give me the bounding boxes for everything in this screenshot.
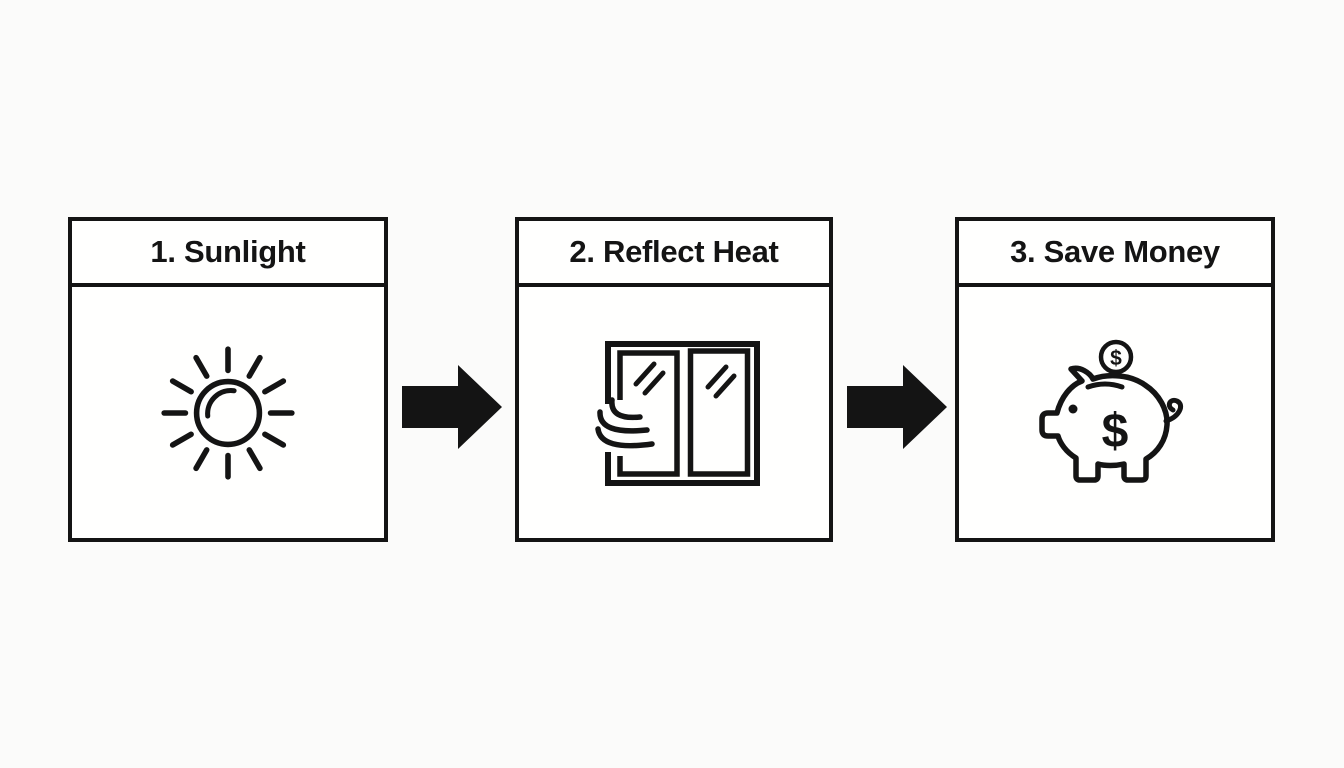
piggy-dollar-symbol: $ [1102,405,1129,458]
right-arrow-icon [847,365,947,449]
coin-icon [1098,339,1134,374]
pig-eye [1068,404,1078,413]
sun-icon [161,345,295,480]
coin-dollar-symbol: $ [1110,347,1122,370]
step-title-sunlight: 1. Sunlight [72,221,384,287]
step-title-reflect-heat: 2. Reflect Heat [519,221,829,287]
window-heat-reflect-icon [595,340,760,486]
pig-body-outline [1039,365,1170,483]
step-box-save-money: 3. Save Money $ $ [955,217,1275,542]
pig-tail [1163,397,1183,423]
step-title-save-money: 3. Save Money [959,221,1271,287]
piggy-bank-icon: $ $ [1039,339,1183,483]
step-box-reflect-heat: 2. Reflect Heat [515,217,833,542]
step-box-sunlight: 1. Sunlight [68,217,388,542]
right-arrow-icon [402,365,502,449]
coin-slot [1085,381,1125,389]
